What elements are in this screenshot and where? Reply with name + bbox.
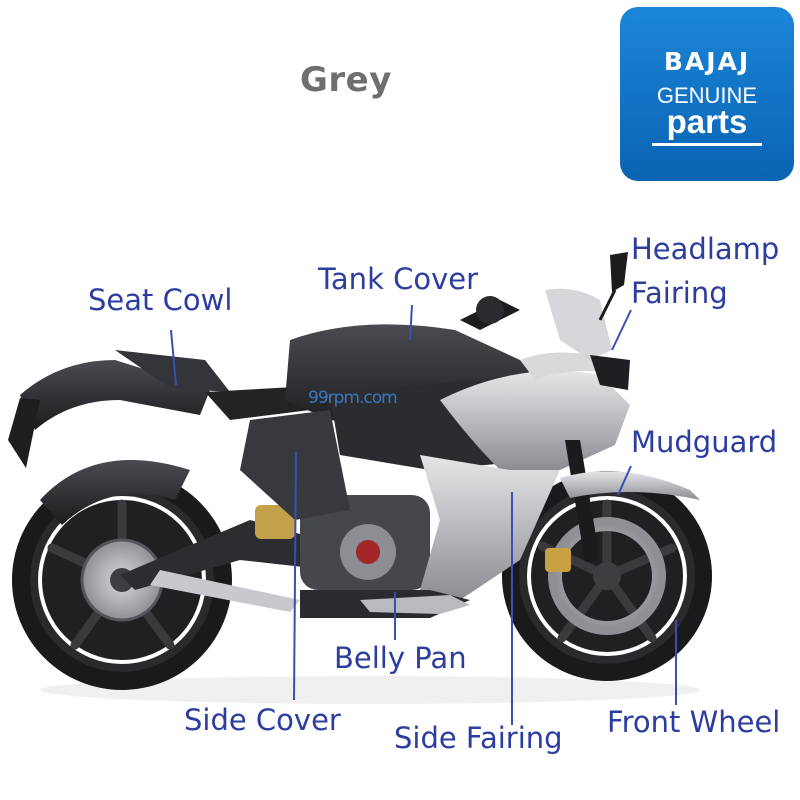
rear-wheel	[12, 470, 232, 690]
logo-underline	[652, 143, 762, 146]
label-belly-pan: Belly Pan	[334, 641, 467, 675]
label-tank-cover: Tank Cover	[318, 262, 478, 296]
front-wheel	[502, 471, 712, 681]
front-mudguard	[560, 471, 700, 500]
label-side-fairing: Side Fairing	[394, 721, 563, 755]
windscreen	[545, 288, 612, 360]
front-fork	[565, 440, 600, 562]
side-fairing-panel	[420, 455, 560, 600]
front-fairing-panel	[440, 370, 630, 470]
logo-brand-text: BAJAJ	[663, 47, 751, 76]
label-headlamp: Headlamp	[631, 232, 780, 266]
logo-genuine-text: GENUINE	[656, 83, 758, 108]
headlamp	[590, 355, 630, 390]
bajaj-genuine-parts-logo: BAJAJ GENUINE parts	[620, 7, 794, 181]
label-front-wheel: Front Wheel	[607, 705, 781, 739]
label-seat-cowl: Seat Cowl	[88, 283, 233, 317]
label-fairing: Fairing	[631, 276, 728, 310]
ground-shadow	[40, 676, 700, 704]
color-label: Grey	[300, 60, 392, 100]
engine	[255, 495, 430, 590]
label-side-cover: Side Cover	[184, 703, 341, 737]
logo-parts-text: parts	[666, 103, 748, 140]
watermark: 99rpm.com	[308, 388, 398, 408]
label-mudguard: Mudguard	[631, 425, 778, 459]
leader-lines	[170, 304, 677, 725]
